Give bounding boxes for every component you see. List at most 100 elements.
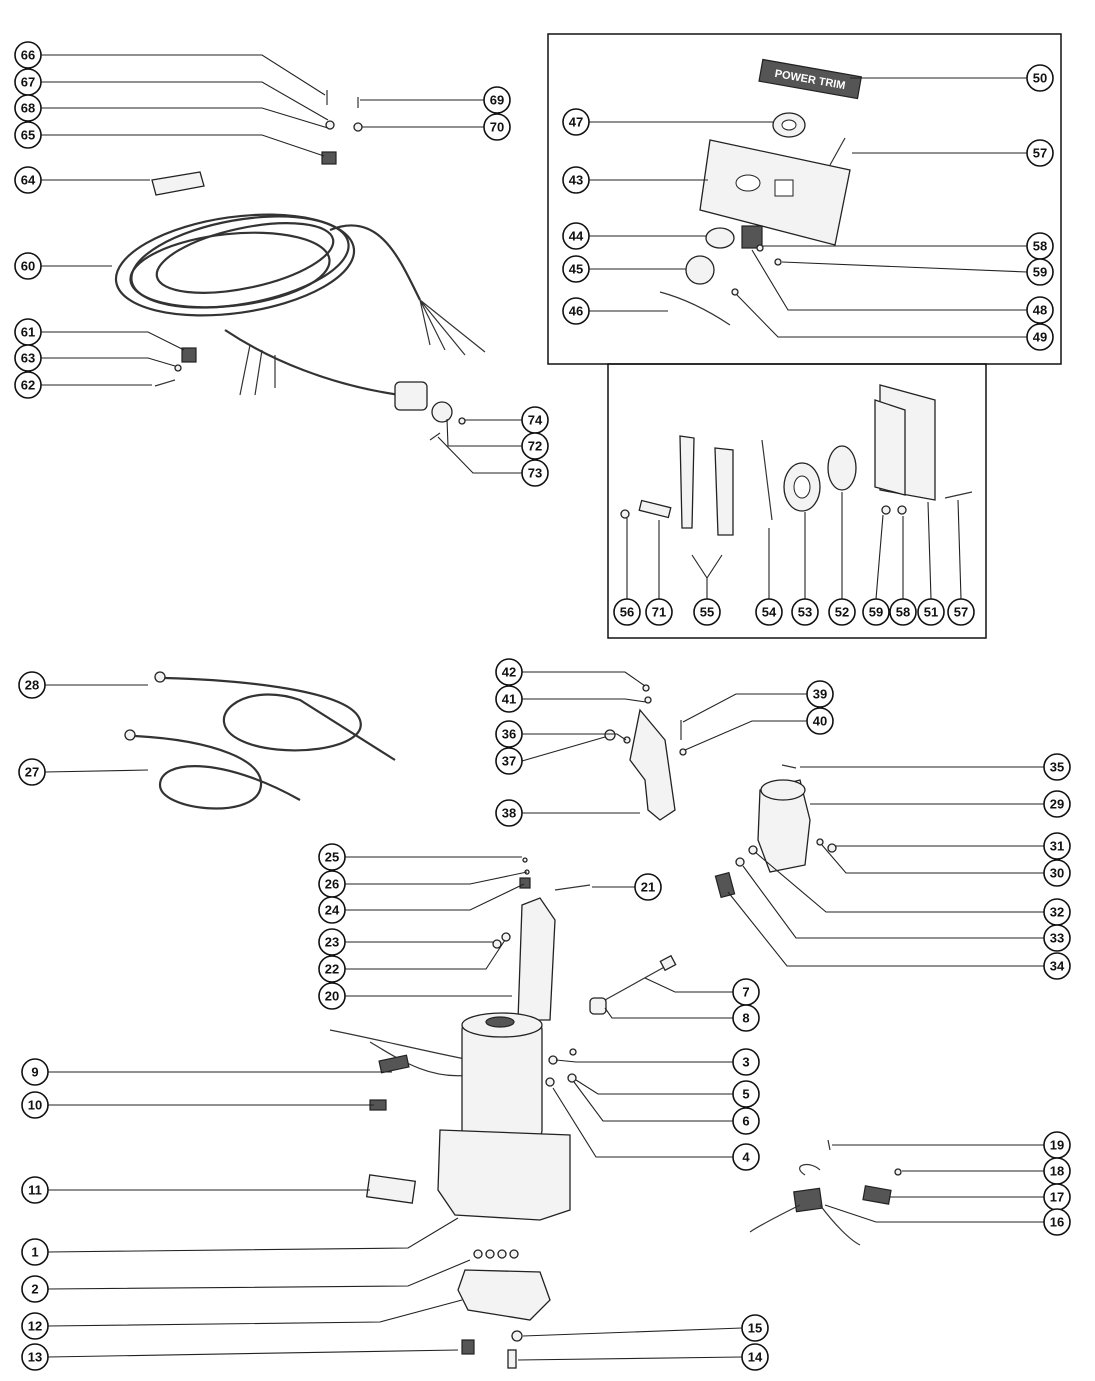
callout-circle — [318, 982, 346, 1010]
callout-number: 38 — [502, 806, 516, 821]
callout-number: 31 — [1050, 839, 1064, 854]
callout-14: 14 — [741, 1343, 769, 1371]
leader-line-22 — [345, 939, 506, 970]
leader-line-40 — [684, 720, 807, 751]
callout-50: 50 — [1026, 64, 1054, 92]
callout-number: 61 — [21, 325, 35, 340]
leader-lines — [41, 54, 1044, 1361]
leader-line-3 — [555, 1059, 733, 1063]
callout-circle — [14, 344, 42, 372]
callout-circle — [18, 758, 46, 786]
callout-circle — [521, 432, 549, 460]
callout-circle — [947, 598, 975, 626]
callout-layer: 6667686564606163626970747273504757434458… — [14, 41, 1071, 1371]
callout-circle — [21, 1058, 49, 1086]
leader-line-30 — [821, 844, 1044, 874]
callout-51: 51 — [917, 598, 945, 626]
battery-cables — [124, 671, 396, 810]
plate-20 — [517, 897, 556, 1021]
callout-number: 10 — [28, 1098, 42, 1113]
limit-switch-assembly — [749, 1139, 902, 1246]
callout-circle — [14, 94, 42, 122]
callout-circle — [1043, 952, 1071, 980]
callout-57: 57 — [947, 598, 975, 626]
callout-circle — [21, 1343, 49, 1371]
switch-16 — [793, 1187, 823, 1213]
callout-69: 69 — [483, 86, 511, 114]
callout-number: 65 — [21, 128, 35, 143]
clamp-65 — [321, 151, 337, 165]
callout-number: 41 — [502, 692, 516, 707]
callout-62: 62 — [14, 371, 42, 399]
leader-line-13 — [47, 1349, 459, 1358]
leader-line-49 — [736, 294, 1027, 338]
callout-circle — [495, 747, 523, 775]
callout-44: 44 — [562, 222, 590, 250]
callout-number: 20 — [325, 989, 339, 1004]
callout-circle — [318, 928, 346, 956]
callout-39: 39 — [806, 680, 834, 708]
callout-18: 18 — [1043, 1157, 1071, 1185]
callout-number: 30 — [1050, 866, 1064, 881]
callout-number: 16 — [1050, 1215, 1064, 1230]
callout-number: 5 — [742, 1087, 749, 1102]
callout-58: 58 — [889, 598, 917, 626]
callout-31: 31 — [1043, 832, 1071, 860]
leader-line-32 — [754, 851, 1044, 913]
callout-number: 50 — [1033, 71, 1047, 86]
callout-number: 70 — [490, 120, 504, 135]
solenoid-29 — [757, 779, 811, 873]
callout-circle — [613, 598, 641, 626]
callout-53: 53 — [791, 598, 819, 626]
leader-line-2 — [47, 1259, 471, 1290]
gasket-55a — [679, 435, 695, 529]
knob-45 — [685, 255, 715, 285]
callout-36: 36 — [495, 720, 523, 748]
callout-circle — [483, 113, 511, 141]
callout-number: 18 — [1050, 1164, 1064, 1179]
callout-number: 58 — [896, 605, 910, 620]
callout-number: 49 — [1033, 330, 1047, 345]
callout-72: 72 — [521, 432, 549, 460]
callout-20: 20 — [318, 982, 346, 1010]
callout-circle — [14, 121, 42, 149]
callout-circle — [1026, 296, 1054, 324]
callout-number: 62 — [21, 378, 35, 393]
callout-number: 43 — [569, 173, 583, 188]
leader-line-36 — [522, 733, 627, 741]
callout-circle — [562, 166, 590, 194]
callout-28: 28 — [18, 671, 46, 699]
leader-line-27 — [44, 769, 149, 773]
callout-24: 24 — [318, 896, 346, 924]
callout-number: 12 — [28, 1319, 42, 1334]
leader-line-67 — [41, 81, 329, 121]
leader-line-48 — [751, 249, 1027, 311]
callout-65: 65 — [14, 121, 42, 149]
callout-number: 27 — [25, 765, 39, 780]
callout-circle — [1026, 323, 1054, 351]
clamp-61 — [181, 347, 197, 363]
callout-74: 74 — [521, 406, 549, 434]
callout-63: 63 — [14, 344, 42, 372]
callout-number: 26 — [325, 877, 339, 892]
callout-circle — [21, 1238, 49, 1266]
callout-54: 54 — [755, 598, 783, 626]
callout-circle — [14, 252, 42, 280]
callout-circle — [14, 41, 42, 69]
leader-line-66 — [41, 54, 326, 96]
callout-number: 46 — [569, 304, 583, 319]
gasket-55b — [714, 447, 734, 536]
leader-line-42 — [522, 671, 646, 687]
callout-number: 51 — [924, 605, 938, 620]
callout-10: 10 — [21, 1091, 49, 1119]
clip-9 — [378, 1054, 410, 1074]
callout-number: 33 — [1050, 931, 1064, 946]
callout-circle — [14, 371, 42, 399]
callout-number: 47 — [569, 115, 583, 130]
callout-56: 56 — [613, 598, 641, 626]
callout-number: 3 — [742, 1055, 749, 1070]
leader-line-16 — [824, 1204, 1044, 1223]
callout-circle — [318, 955, 346, 983]
